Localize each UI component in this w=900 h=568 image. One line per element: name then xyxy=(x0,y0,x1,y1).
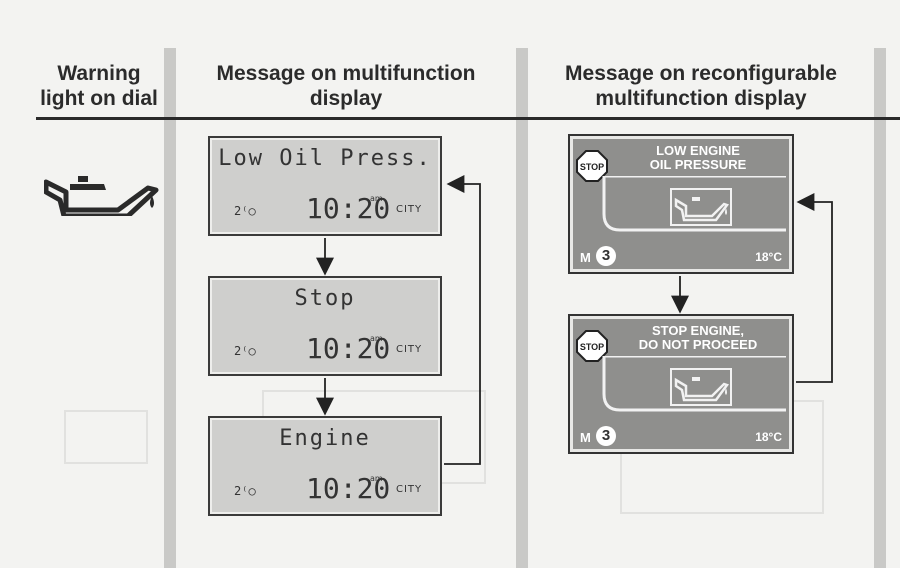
lcd-status-icon: 2⁽○ xyxy=(234,484,256,498)
reconfigurable-display-1: STOP LOW ENGINE OIL PRESSURE M 3 18°C xyxy=(568,134,794,274)
arrow-rmfd-loop xyxy=(796,193,833,383)
lcd-ampm: am xyxy=(370,334,383,343)
temperature-readout: 18°C xyxy=(755,250,782,264)
m-label: M xyxy=(580,430,591,445)
oil-can-icon xyxy=(670,368,732,406)
stop-label: STOP xyxy=(580,162,604,172)
oil-can-icon xyxy=(44,176,159,216)
arrow-lcd-loop xyxy=(444,175,481,465)
lcd-status-icon: 2⁽○ xyxy=(234,344,256,358)
stop-label: STOP xyxy=(580,342,604,352)
rmfd-message: LOW ENGINE OIL PRESSURE xyxy=(612,144,784,172)
lcd-mode: CITY xyxy=(396,484,423,495)
multifunction-display-2: Stop 2⁽○ 10:20 am CITY xyxy=(208,276,442,376)
lcd-mode: CITY xyxy=(396,344,423,355)
stop-sign-icon: STOP xyxy=(576,150,608,182)
rmfd-frame xyxy=(602,176,786,232)
header-reconfigurable-display: Message on reconfigurable multifunction … xyxy=(565,62,837,110)
header-rule xyxy=(36,117,900,120)
lcd-status-icon: 2⁽○ xyxy=(234,204,256,218)
temperature-readout: 18°C xyxy=(755,430,782,444)
lcd-message: Engine xyxy=(279,426,371,451)
multifunction-display-3: Engine 2⁽○ 10:20 am CITY xyxy=(208,416,442,516)
lcd-time: 10:20 xyxy=(306,332,391,365)
lcd-ampm: am xyxy=(370,194,383,203)
rmfd-message: STOP ENGINE, DO NOT PROCEED xyxy=(612,324,784,352)
ghost-battery-icon xyxy=(64,410,148,464)
rmfd-message-line2: DO NOT PROCEED xyxy=(638,337,758,352)
stop-sign-icon: STOP xyxy=(576,330,608,362)
lcd-time: 10:20 xyxy=(306,192,391,225)
lcd-message: Low Oil Press. xyxy=(218,146,432,171)
rmfd-frame xyxy=(602,356,786,412)
m-number-badge: 3 xyxy=(596,246,616,266)
lcd-mode: CITY xyxy=(396,204,423,215)
lcd-time: 10:20 xyxy=(306,472,391,505)
column-divider-1 xyxy=(164,48,176,568)
lcd-ampm: am xyxy=(370,474,383,483)
header-warning-light: Warning light on dial xyxy=(40,62,158,110)
column-divider-3 xyxy=(874,48,886,568)
rmfd-message-line2: OIL PRESSURE xyxy=(649,157,747,172)
rmfd-message-line1: STOP ENGINE, xyxy=(652,323,744,338)
multifunction-display-1: Low Oil Press. 2⁽○ 10:20 am CITY xyxy=(208,136,442,236)
oil-can-icon xyxy=(670,188,732,226)
lcd-message: Stop xyxy=(294,286,356,311)
m-label: M xyxy=(580,250,591,265)
column-divider-2 xyxy=(516,48,528,568)
header-multifunction-display: Message on multifunction display xyxy=(216,62,476,110)
reconfigurable-display-2: STOP STOP ENGINE, DO NOT PROCEED M 3 18°… xyxy=(568,314,794,454)
rmfd-message-line1: LOW ENGINE xyxy=(656,143,740,158)
m-number-badge: 3 xyxy=(596,426,616,446)
